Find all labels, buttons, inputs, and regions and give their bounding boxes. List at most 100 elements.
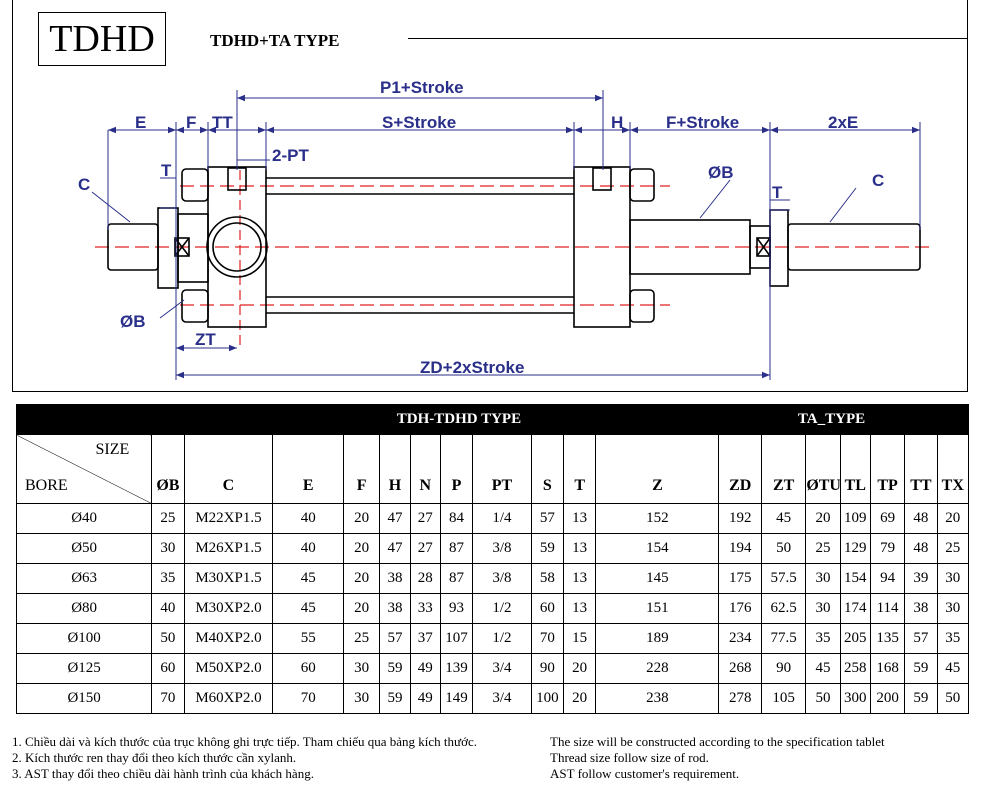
value-cell: 59 — [379, 683, 411, 714]
label-zt: ZT — [195, 330, 216, 349]
value-cell: 57 — [904, 623, 938, 654]
column-header: S — [530, 434, 565, 504]
bore-cell: Ø125 — [15, 653, 153, 684]
column-header: F — [343, 434, 381, 504]
label-ob-left: ØB — [120, 312, 146, 331]
value-cell: 238 — [595, 683, 720, 714]
label-t-left: T — [161, 161, 172, 180]
value-cell: 234 — [718, 623, 762, 654]
note-vi-1: 1. Chiều dài và kích thước của trục khôn… — [12, 734, 477, 749]
value-cell: 15 — [563, 623, 597, 654]
band-right-title: TA_TYPE — [760, 404, 970, 435]
value-cell: 45 — [272, 563, 345, 594]
value-cell: 27 — [409, 533, 441, 564]
bore-cell: Ø150 — [15, 683, 153, 714]
value-cell: 175 — [718, 563, 762, 594]
value-cell: 35 — [805, 623, 841, 654]
value-cell: 152 — [595, 503, 720, 534]
value-cell: 168 — [869, 653, 906, 684]
value-cell: 35 — [151, 563, 185, 594]
value-cell: 30 — [805, 563, 841, 594]
value-cell: 50 — [805, 683, 841, 714]
value-cell: 33 — [409, 593, 441, 624]
tail-nut-upper — [629, 168, 655, 202]
label-tt: TT — [212, 113, 233, 132]
dimension-lines — [91, 90, 921, 380]
bore-label: BORE — [25, 477, 68, 494]
value-cell: M22XP1.5 — [183, 503, 274, 534]
notes-vietnamese: 1. Chiều dài và kích thước của trục khôn… — [12, 734, 477, 782]
value-cell: 20 — [805, 503, 841, 534]
column-header: P — [439, 434, 474, 504]
label-e: E — [135, 113, 146, 132]
column-header: TX — [936, 434, 970, 504]
value-cell: 40 — [151, 593, 185, 624]
value-cell: 176 — [718, 593, 762, 624]
value-cell: 30 — [151, 533, 185, 564]
column-header: TT — [904, 434, 938, 504]
value-cell: 109 — [839, 503, 871, 534]
value-cell: 300 — [839, 683, 871, 714]
value-cell: 94 — [869, 563, 906, 594]
value-cell: 27 — [409, 503, 441, 534]
type-title: TDHD+TA TYPE — [210, 31, 340, 50]
value-cell: 48 — [904, 533, 938, 564]
value-cell: 25 — [343, 623, 381, 654]
value-cell: 47 — [379, 533, 411, 564]
value-cell: 55 — [272, 623, 345, 654]
value-cell: 30 — [343, 653, 381, 684]
value-cell: 3/4 — [472, 653, 532, 684]
size-bore-header: SIZE BORE — [15, 434, 153, 504]
tail-nut-lower — [629, 289, 655, 323]
value-cell: 45 — [936, 653, 970, 684]
note-vi-3: 3. AST thay đổi theo chiều dài hành trìn… — [12, 766, 314, 781]
value-cell: 59 — [904, 653, 938, 684]
value-cell: 107 — [439, 623, 474, 654]
value-cell: 38 — [379, 563, 411, 594]
bore-cell: Ø40 — [15, 503, 153, 534]
value-cell: 258 — [839, 653, 871, 684]
value-cell: 59 — [530, 533, 565, 564]
right-nut — [769, 209, 789, 287]
value-cell: 13 — [563, 503, 597, 534]
value-cell: 37 — [409, 623, 441, 654]
value-cell: 151 — [595, 593, 720, 624]
value-cell: 3/8 — [472, 533, 532, 564]
value-cell: 35 — [936, 623, 970, 654]
value-cell: 268 — [718, 653, 762, 684]
column-header: ZT — [760, 434, 807, 504]
value-cell: 30 — [343, 683, 381, 714]
value-cell: 70 — [530, 623, 565, 654]
label-h: H — [611, 113, 623, 132]
value-cell: M30XP1.5 — [183, 563, 274, 594]
left-flat — [174, 237, 190, 257]
value-cell: 20 — [343, 563, 381, 594]
value-cell: M50XP2.0 — [183, 653, 274, 684]
value-cell: 25 — [805, 533, 841, 564]
value-cell: 57 — [530, 503, 565, 534]
value-cell: 174 — [839, 593, 871, 624]
value-cell: 139 — [439, 653, 474, 684]
label-c-left: C — [78, 175, 90, 194]
value-cell: 77.5 — [760, 623, 807, 654]
value-cell: 45 — [272, 593, 345, 624]
value-cell: 13 — [563, 593, 597, 624]
note-en-3: AST follow customer's requirement. — [550, 766, 740, 781]
value-cell: 49 — [409, 653, 441, 684]
bore-cell: Ø50 — [15, 533, 153, 564]
value-cell: 40 — [272, 533, 345, 564]
value-cell: 154 — [839, 563, 871, 594]
value-cell: 30 — [936, 563, 970, 594]
value-cell: 57.5 — [760, 563, 807, 594]
value-cell: 20 — [936, 503, 970, 534]
value-cell: 20 — [343, 593, 381, 624]
value-cell: 145 — [595, 563, 720, 594]
value-cell: 59 — [379, 653, 411, 684]
value-cell: 45 — [760, 503, 807, 534]
label-2-pt: 2-PT — [272, 146, 309, 165]
drawing-frame — [12, 0, 968, 392]
value-cell: 278 — [718, 683, 762, 714]
value-cell: 13 — [563, 563, 597, 594]
